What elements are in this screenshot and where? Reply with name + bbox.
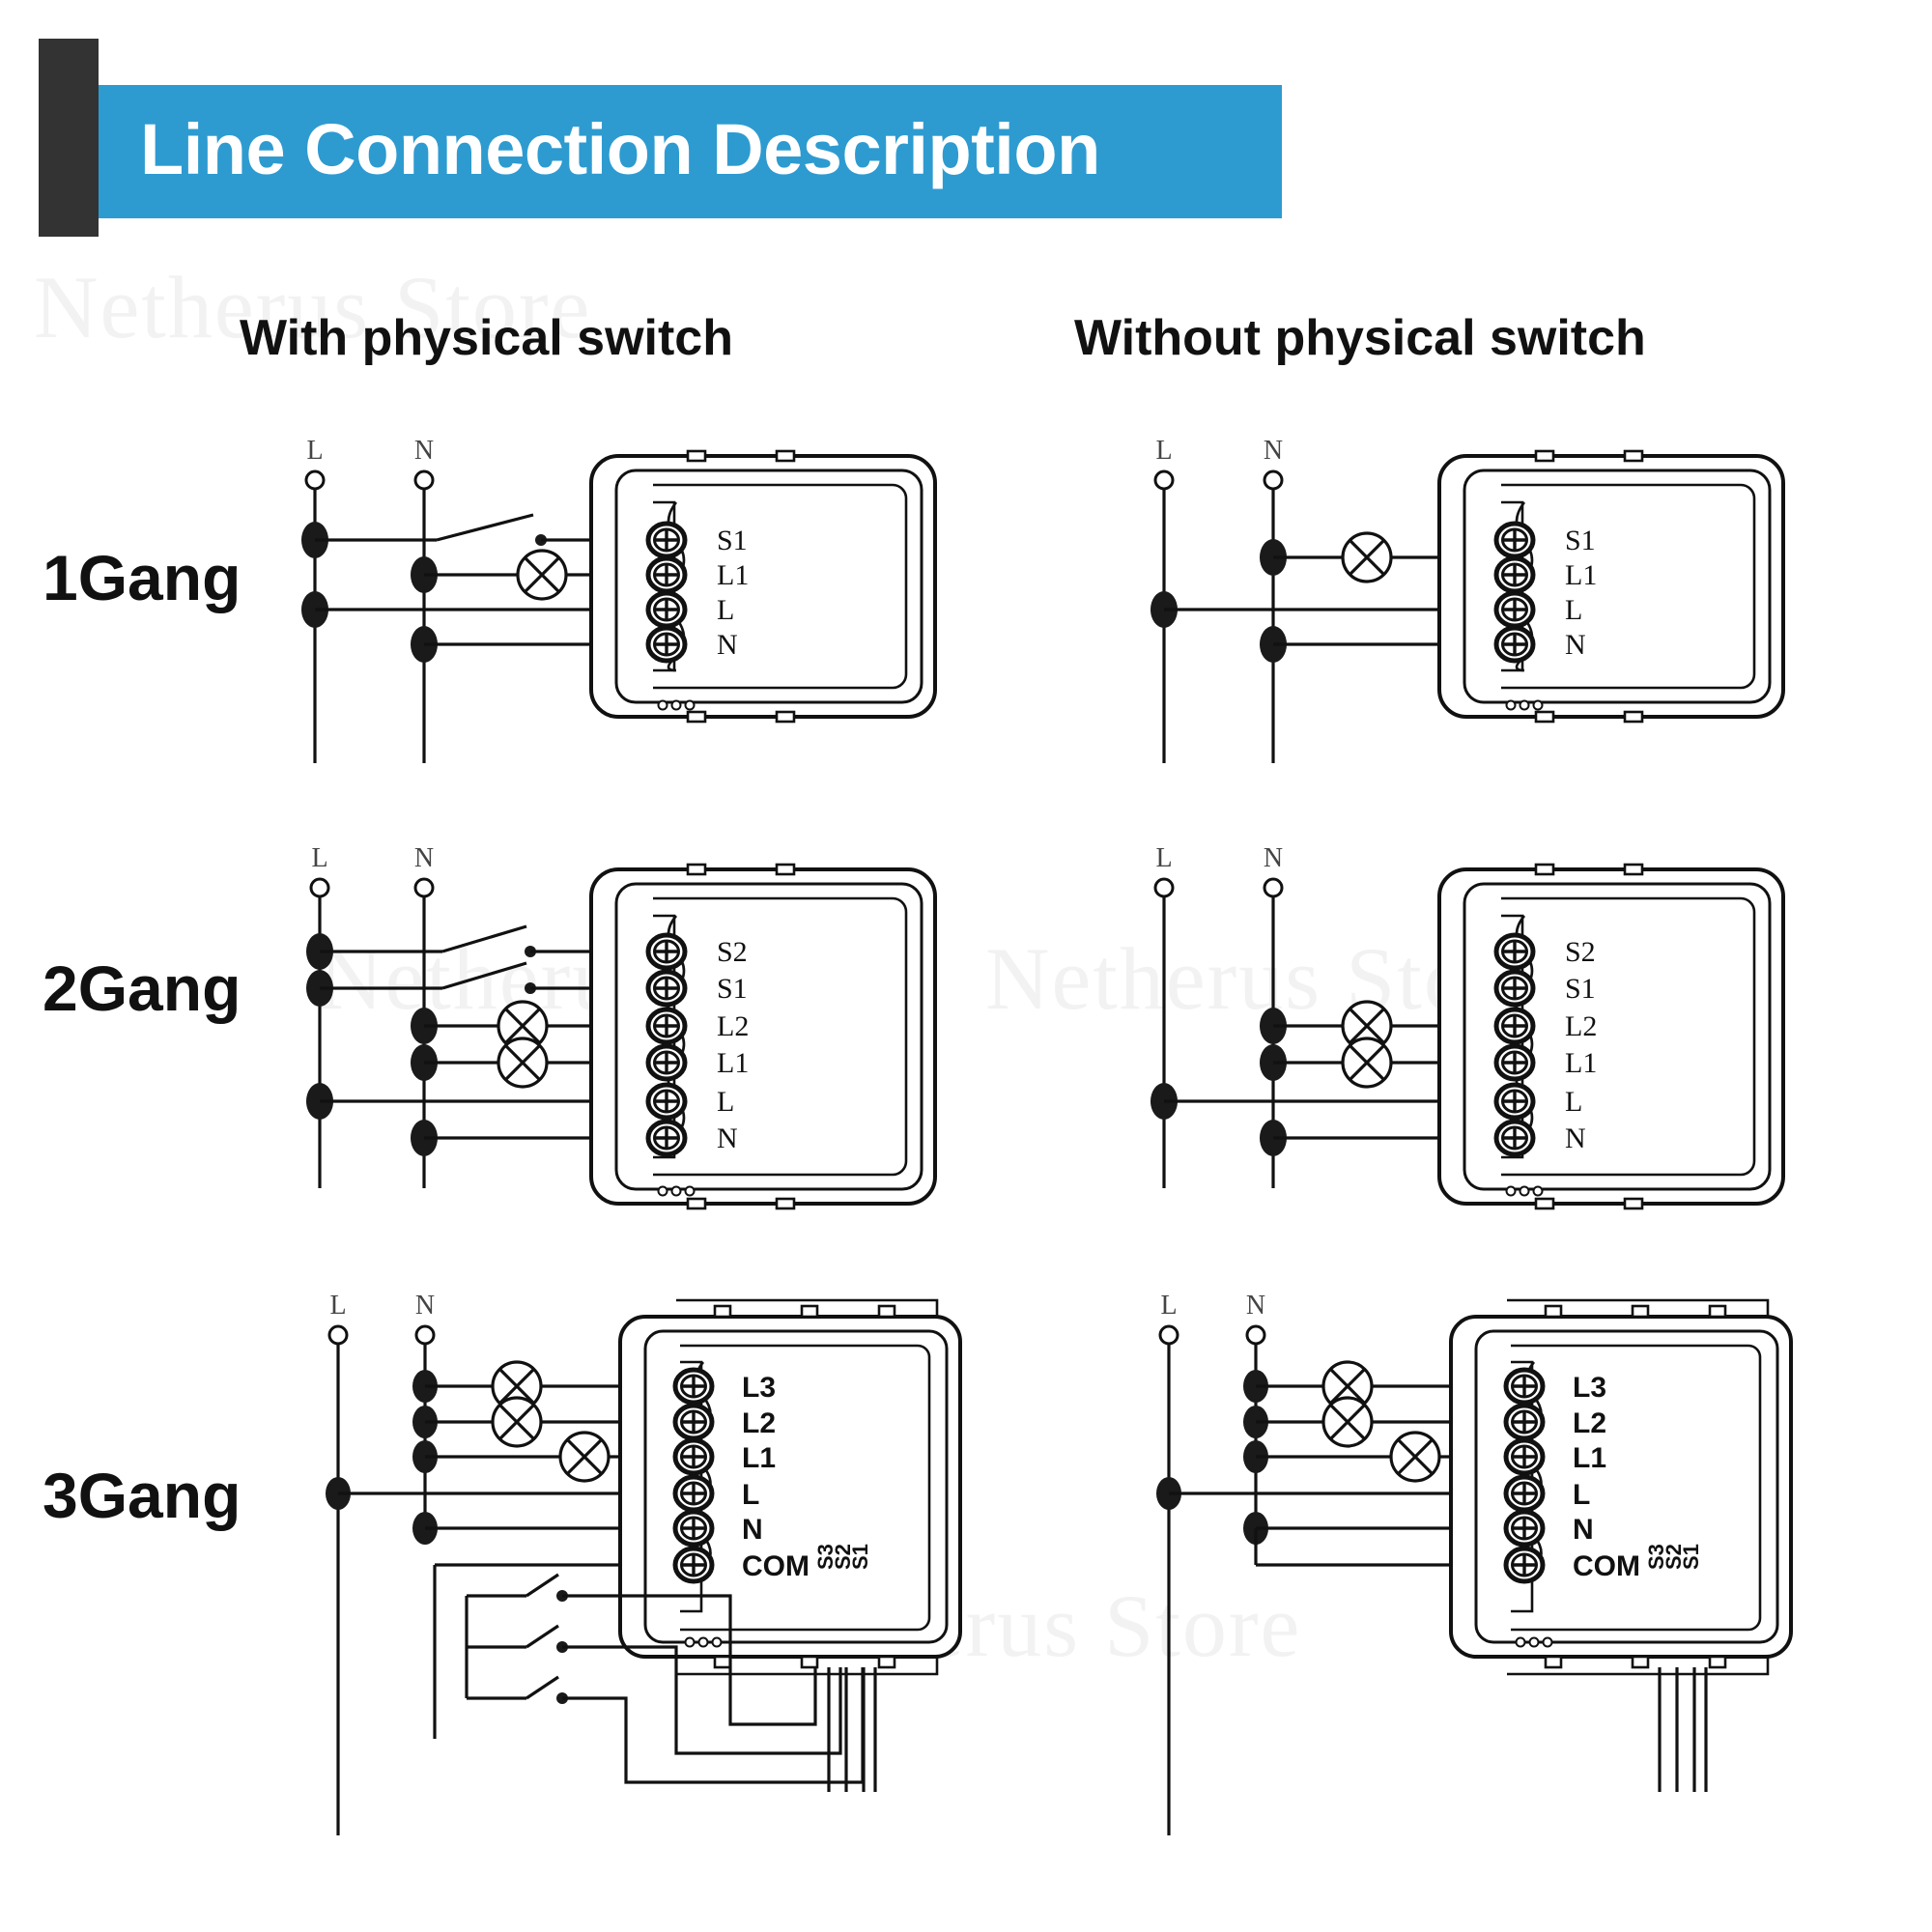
side-terminal-label: S3	[813, 1544, 838, 1570]
supply-label-N: N	[1264, 436, 1283, 466]
title-blue-banner	[99, 85, 1282, 218]
supply-label-L: L	[306, 436, 323, 466]
terminal-label: L	[1573, 1479, 1590, 1511]
side-terminal-label: S1	[848, 1544, 872, 1570]
row-label-3gang: 3Gang	[43, 1460, 242, 1531]
terminal-label: L1	[717, 1047, 749, 1079]
side-terminal-label: S2	[831, 1544, 855, 1570]
terminal-label: N	[1565, 1122, 1586, 1154]
terminal-label: N	[717, 629, 738, 661]
page-title-banner: Line Connection Description	[39, 39, 1282, 237]
supply-label-N: N	[1264, 843, 1283, 873]
supply-label-L: L	[329, 1291, 346, 1321]
supply-label-L: L	[1155, 436, 1172, 466]
supply-label-N: N	[414, 436, 434, 466]
supply-label-L: L	[1155, 843, 1172, 873]
terminal-label: L	[1565, 594, 1582, 626]
terminal-label: L1	[1565, 1047, 1597, 1079]
side-terminal-label: S1	[1679, 1544, 1703, 1570]
supply-label-N: N	[1246, 1291, 1265, 1321]
terminal-label: N	[742, 1514, 763, 1546]
side-terminal-label: S3	[1644, 1544, 1668, 1570]
diagram-2gang-with-switch: L N	[306, 843, 937, 1210]
supply-label-L: L	[1160, 1291, 1177, 1321]
terminal-label: L	[1565, 1086, 1582, 1118]
terminal-label: L2	[717, 1010, 749, 1042]
row-label-2gang: 2Gang	[43, 952, 242, 1024]
diagram-2gang-without-switch: L N	[1151, 843, 1785, 1210]
terminal-label: L	[742, 1479, 759, 1511]
terminal-label: L3	[742, 1372, 776, 1404]
terminal-label: S1	[1565, 973, 1596, 1005]
terminal-label: L1	[1573, 1442, 1606, 1474]
diagram-3gang-without-switch: L N	[1156, 1291, 1793, 1835]
diagram-3gang-with-switch: L N	[326, 1291, 962, 1835]
column-heading-without-switch: Without physical switch	[1074, 310, 1646, 366]
supply-label-L: L	[311, 843, 327, 873]
terminal-label: L1	[742, 1442, 776, 1474]
terminal-label: S2	[1565, 936, 1596, 968]
terminal-label: S1	[1565, 525, 1596, 556]
terminal-label: S2	[717, 936, 748, 968]
terminal-label: L1	[1565, 559, 1597, 591]
terminal-label: N	[1573, 1514, 1594, 1546]
terminal-label: COM	[1573, 1550, 1640, 1582]
terminal-label: L3	[1573, 1372, 1606, 1404]
supply-label-N: N	[414, 843, 434, 873]
title-accent-bar	[39, 39, 99, 237]
terminal-label: L2	[742, 1407, 776, 1439]
terminal-label: L	[717, 1086, 734, 1118]
terminal-label: N	[1565, 629, 1586, 661]
terminal-label: N	[717, 1122, 738, 1154]
row-label-1gang: 1Gang	[43, 542, 242, 613]
column-heading-with-switch: With physical switch	[240, 310, 733, 366]
diagram-1gang-with-switch: L N	[301, 436, 937, 763]
terminal-label: L2	[1573, 1407, 1606, 1439]
side-terminal-label: S2	[1662, 1544, 1686, 1570]
terminal-label: L	[717, 594, 734, 626]
terminal-label: L2	[1565, 1010, 1597, 1042]
terminal-label: L1	[717, 559, 749, 591]
page-title: Line Connection Description	[140, 109, 1100, 189]
diagram-1gang-without-switch: L N	[1151, 436, 1785, 763]
terminal-label: S1	[717, 973, 748, 1005]
terminal-label: COM	[742, 1550, 810, 1582]
supply-label-N: N	[415, 1291, 435, 1321]
terminal-label: S1	[717, 525, 748, 556]
